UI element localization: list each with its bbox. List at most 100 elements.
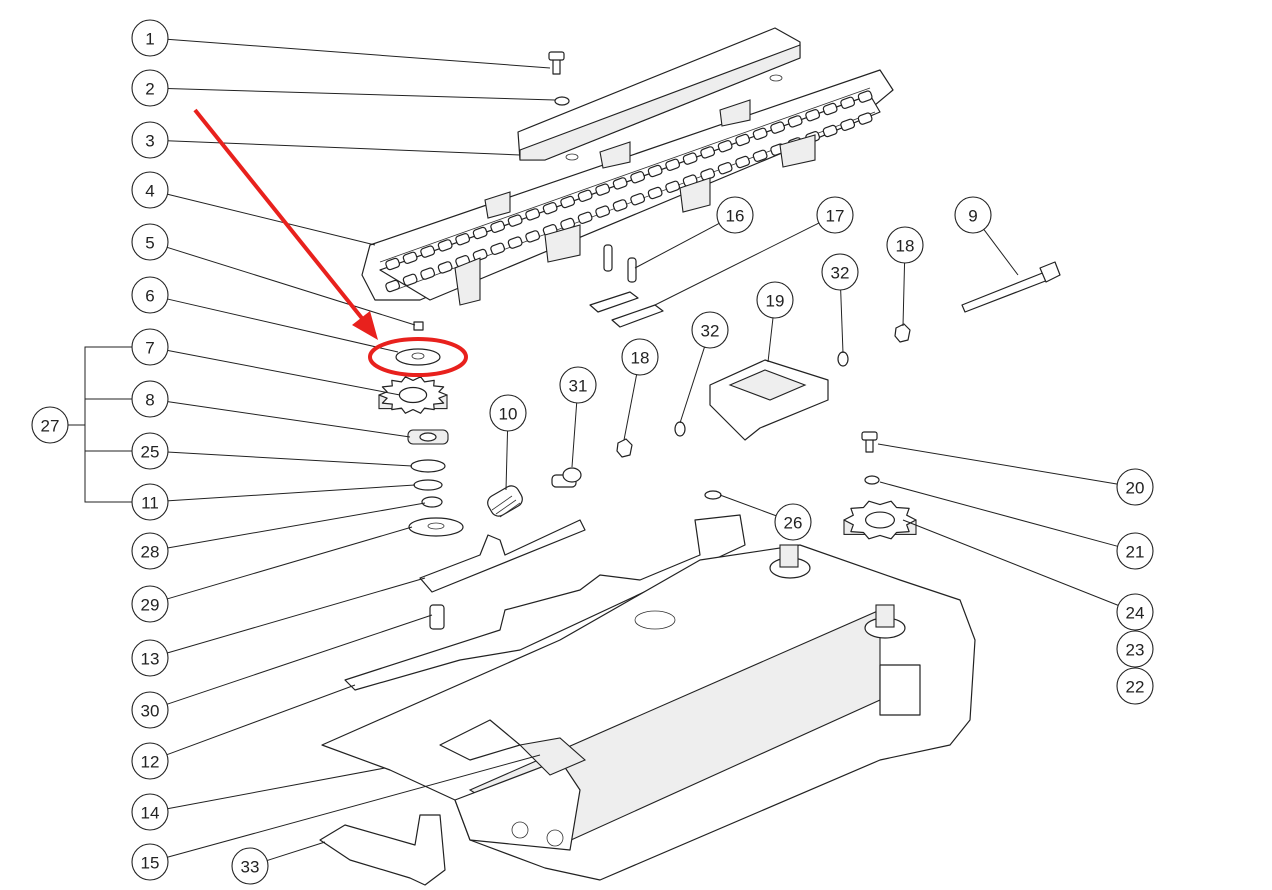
part-sprocket-24: [843, 500, 917, 540]
callout-circle: [131, 793, 169, 831]
leader-line-31: [571, 401, 578, 468]
callout-15[interactable]: 15: [131, 843, 169, 881]
callout-circle: [131, 585, 169, 623]
part-bracket-13: [419, 519, 586, 593]
leader-line-16: [634, 222, 721, 269]
callout-1[interactable]: 1: [131, 19, 169, 57]
callout-31[interactable]: 31: [559, 366, 597, 404]
callout-number: 3: [145, 132, 154, 151]
callout-9[interactable]: 9: [954, 196, 992, 234]
callout-circle: [1116, 532, 1154, 570]
callout-28[interactable]: 28: [131, 532, 169, 570]
part-washer-26: [704, 490, 722, 500]
leader-line-11: [166, 484, 416, 502]
callout-3[interactable]: 3: [131, 121, 169, 159]
callout-circle: [774, 503, 812, 541]
callout-circle: [621, 338, 659, 376]
callout-number: 9: [968, 207, 977, 226]
callout-number: 5: [145, 234, 154, 253]
callout-22[interactable]: 22: [1116, 667, 1154, 705]
callout-number: 6: [145, 287, 154, 306]
callout-4[interactable]: 4: [131, 171, 169, 209]
leader-line-21: [879, 481, 1119, 548]
callout-circle: [1116, 630, 1154, 668]
callout-circle: [131, 639, 169, 677]
callout-29[interactable]: 29: [131, 585, 169, 623]
leader-line-6: [166, 298, 399, 353]
callout-5[interactable]: 5: [131, 223, 169, 261]
leader-line-28: [166, 502, 426, 549]
callout-10[interactable]: 10: [489, 394, 527, 432]
callout-18[interactable]: 18: [621, 338, 659, 376]
callout-circle: [131, 328, 169, 366]
part-chain: [361, 69, 894, 306]
callout-17[interactable]: 17: [816, 196, 854, 234]
red-arrow: [193, 108, 367, 324]
callout-circle: [131, 223, 169, 261]
callout-circle: [131, 19, 169, 57]
callout-circle: [131, 69, 169, 107]
callout-number: 11: [141, 494, 159, 513]
callout-number: 32: [831, 264, 850, 283]
part-stack: [378, 321, 464, 537]
callout-number: 23: [1126, 641, 1145, 660]
callout-32[interactable]: 32: [821, 253, 859, 291]
part-bolt-20: [861, 431, 878, 453]
callout-27[interactable]: 27: [31, 406, 69, 444]
callout-30[interactable]: 30: [131, 691, 169, 729]
leader-line-13: [166, 577, 426, 654]
part-bushing-30: [429, 604, 445, 630]
callout-18[interactable]: 18: [886, 226, 924, 264]
callout-circle: [559, 366, 597, 404]
callout-20[interactable]: 20: [1116, 468, 1154, 506]
callout-25[interactable]: 25: [131, 432, 169, 470]
leader-line-14: [166, 767, 386, 810]
part-sprocket-7: [378, 376, 448, 414]
callout-number: 8: [145, 391, 154, 410]
callout-12[interactable]: 12: [131, 742, 169, 780]
callout-21[interactable]: 21: [1116, 532, 1154, 570]
leader-line-25: [166, 451, 413, 467]
part-bracket-33: [319, 814, 446, 886]
callout-26[interactable]: 26: [774, 503, 812, 541]
callout-6[interactable]: 6: [131, 276, 169, 314]
callout-circle: [131, 171, 169, 209]
leader-line-15: [166, 754, 541, 858]
part-chassis: [321, 544, 976, 881]
callout-33[interactable]: 33: [231, 847, 269, 885]
leader-line-18: [902, 261, 906, 327]
callout-2[interactable]: 2: [131, 69, 169, 107]
part-washer-21: [864, 475, 880, 485]
part-nut-18: [894, 323, 911, 343]
callout-8[interactable]: 8: [131, 380, 169, 418]
leader-line-17: [654, 222, 821, 306]
callout-32[interactable]: 32: [691, 311, 729, 349]
callout-13[interactable]: 13: [131, 639, 169, 677]
callout-number: 26: [784, 514, 803, 533]
highlight-annotation: [193, 108, 468, 377]
callout-23[interactable]: 23: [1116, 630, 1154, 668]
callout-circle: [131, 380, 169, 418]
callout-number: 7: [145, 339, 154, 358]
callout-16[interactable]: 16: [716, 196, 754, 234]
callout-11[interactable]: 11: [131, 483, 169, 521]
callout-circle: [691, 311, 729, 349]
callout-number: 2: [145, 80, 154, 99]
callout-19[interactable]: 19: [756, 281, 794, 319]
callout-circle: [756, 281, 794, 319]
callout-14[interactable]: 14: [131, 793, 169, 831]
leader-line-2: [166, 88, 556, 101]
leader-line-5: [166, 246, 416, 326]
red-highlight-circle: [368, 337, 468, 377]
callout-7[interactable]: 7: [131, 328, 169, 366]
leader-line-18: [623, 373, 638, 441]
callout-24[interactable]: 24: [1116, 593, 1154, 631]
callout-number: 21: [1126, 543, 1145, 562]
callout-circle: [131, 121, 169, 159]
callout-number: 31: [569, 377, 588, 396]
callout-circle: [954, 196, 992, 234]
callout-number: 17: [826, 207, 845, 226]
callout-number: 18: [896, 237, 915, 256]
leader-line-4: [166, 193, 376, 246]
